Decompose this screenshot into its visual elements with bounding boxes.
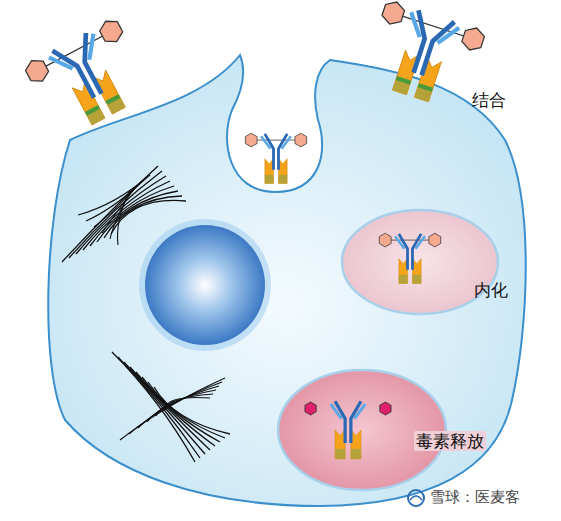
light-chain (49, 50, 73, 76)
payload-toxin (460, 25, 486, 53)
payload-toxin (429, 233, 441, 247)
payload-toxin (380, 0, 406, 27)
heavy-chain (422, 17, 455, 79)
membrane-band (418, 83, 433, 92)
light-chain (395, 236, 404, 248)
adc-group (23, 0, 486, 459)
heavy-chain (73, 33, 115, 94)
heavy-chain (351, 401, 361, 443)
membrane-band (105, 94, 120, 105)
light-chain (261, 136, 270, 148)
payload-toxin (97, 17, 125, 47)
actin-fiber (102, 184, 138, 233)
antibody-drug-conjugate (245, 133, 306, 183)
heavy-chain (265, 134, 274, 170)
actin-fiber (138, 386, 219, 428)
linker (385, 240, 435, 241)
payload-toxin (295, 133, 307, 147)
receptor-anchor (278, 175, 287, 184)
receptor-anchor (399, 275, 408, 284)
antibody-drug-conjugate (305, 401, 391, 459)
linker (251, 140, 301, 141)
payload-toxin (379, 233, 391, 247)
receptor-anchor (393, 76, 412, 95)
actin-fiber (136, 372, 215, 446)
antibody-drug-conjugate (379, 233, 440, 283)
antibody-drug-conjugate (23, 17, 155, 141)
step-label: 内化 (474, 280, 508, 300)
light-chain (79, 34, 103, 60)
membrane-band (85, 105, 100, 116)
watermark: 雪球：医麦客 (430, 488, 520, 506)
lysosome (278, 370, 446, 490)
cell-membrane (48, 55, 526, 506)
receptor-anchor (265, 175, 274, 184)
actin-fiber (78, 175, 150, 215)
actin-fiber (62, 166, 158, 262)
membrane-band (396, 76, 411, 85)
payload-toxin (380, 402, 391, 415)
antibody-drug-conjugate (361, 0, 486, 112)
heavy-chain (52, 44, 94, 105)
heavy-chain (412, 234, 421, 270)
light-chain (405, 12, 426, 37)
actin-fiber (118, 190, 131, 245)
receptor-anchor (335, 449, 345, 459)
step-label: 毒素释放 (414, 431, 486, 451)
actin-fiber (147, 390, 216, 422)
light-chain (438, 23, 459, 48)
actin-fiber (120, 378, 225, 440)
receptor-anchor (412, 275, 421, 284)
light-chain (282, 136, 291, 148)
payload-toxin (245, 133, 257, 147)
linker (393, 13, 473, 39)
actin-fiber (112, 352, 195, 462)
actin-fiber (165, 398, 210, 411)
payload-toxin (23, 56, 51, 86)
nucleus (145, 225, 265, 345)
nucleus-glow (139, 219, 271, 351)
heavy-chain (399, 234, 408, 270)
receptor-anchor (105, 94, 125, 114)
receptor-anchor (414, 83, 433, 102)
heavy-chain (335, 401, 345, 443)
step-label: 结合 (472, 90, 506, 110)
actin-fiber (156, 394, 213, 416)
actin-fiber (110, 187, 134, 239)
heavy-chain (278, 134, 287, 170)
light-chain (354, 404, 365, 418)
actin-fiber (129, 382, 222, 434)
watermark-icon (408, 490, 424, 506)
receptor-anchor (85, 105, 105, 125)
actin-fiber (118, 357, 200, 458)
receptor-anchor (351, 449, 361, 459)
payload-toxin (305, 402, 316, 415)
light-chain (331, 404, 342, 418)
light-chain (416, 236, 425, 248)
